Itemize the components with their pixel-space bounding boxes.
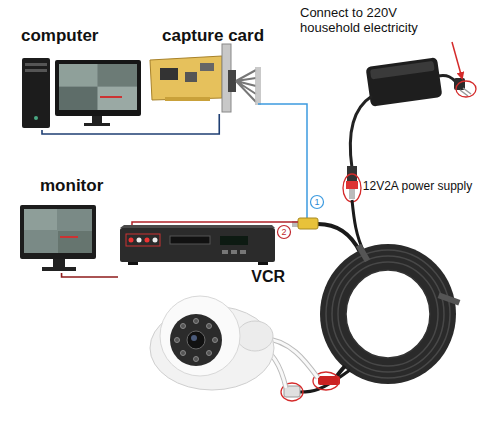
camera-tile [59, 64, 97, 86]
camera-dome [160, 296, 240, 376]
chip [160, 68, 178, 80]
note-text: Connect to 220V household electricity [300, 6, 450, 36]
fan-out-cable [236, 70, 256, 102]
dc-jack [318, 376, 340, 385]
chip [185, 72, 197, 82]
cable-tie [438, 292, 461, 305]
capture-card-unit: capture card [152, 26, 270, 114]
node-label: monitor [40, 176, 103, 196]
rca-panel [126, 234, 160, 246]
ir-led [181, 351, 186, 356]
coil-turn [326, 250, 450, 378]
ir-led [194, 319, 199, 324]
vcr-body [120, 228, 275, 262]
coil-turn [338, 262, 438, 366]
card-port [228, 70, 236, 92]
ir-led [175, 338, 180, 343]
monitor-stand [92, 116, 102, 123]
camera-back [237, 321, 273, 351]
monitor-screen [24, 209, 92, 253]
screen-mark [100, 96, 122, 98]
drive-bay [25, 69, 47, 72]
pc-monitor [55, 60, 141, 116]
node-label: capture card [162, 26, 264, 46]
coil-exit [300, 370, 350, 392]
card-edge [165, 97, 210, 101]
ir-led [207, 324, 212, 329]
connector-wire [62, 273, 118, 277]
mains-cable [438, 75, 456, 82]
cable-coil [320, 244, 456, 384]
cable-tie [356, 244, 370, 263]
node-label: 12V2A power supply [363, 180, 472, 194]
pc-screen [59, 64, 137, 110]
callout-circle [278, 226, 291, 239]
ir-led [207, 351, 212, 356]
camera-tile [98, 64, 137, 86]
rca-jack [153, 238, 158, 243]
monitor-unit: monitor [15, 176, 112, 273]
camera-tile [24, 209, 57, 230]
cable-ends [255, 67, 261, 105]
callout-circle [311, 196, 324, 209]
rca-jack [145, 238, 150, 243]
power-supply-unit: 12V2A power supply [355, 58, 480, 194]
dc-plug-tip [349, 189, 355, 199]
ir-led [181, 324, 186, 329]
vcr-display [220, 236, 248, 245]
node-label: computer [21, 26, 98, 46]
pointer-arrow [452, 42, 462, 78]
adapter-top [370, 61, 435, 80]
pc-tower [22, 58, 50, 128]
lens-glint [191, 335, 197, 341]
coil-turn [332, 256, 444, 372]
dc-plug-ring [346, 181, 358, 189]
plug-prongs [460, 88, 471, 96]
video-wire [258, 104, 307, 218]
vcr-foot [128, 262, 138, 265]
node-label: VCR [251, 268, 285, 286]
adapter-body [366, 57, 443, 107]
power-led [34, 116, 38, 120]
drive-bay [25, 63, 47, 66]
camera-lens [187, 331, 205, 349]
vcr-foot [258, 262, 268, 265]
connector-wire [42, 114, 219, 134]
camera-tile [98, 87, 137, 110]
rca-jack [137, 238, 142, 243]
vcr-button [231, 250, 237, 254]
monitor-base [42, 267, 76, 271]
camera-tile [58, 231, 92, 253]
card-pcb [150, 56, 222, 100]
callout-number: 2 [278, 226, 290, 238]
callout-number: 1 [311, 196, 323, 208]
camera-face [170, 314, 222, 366]
ir-led [213, 338, 218, 343]
monitor-base [84, 123, 110, 126]
vcr-top [120, 225, 275, 228]
tape-slot [170, 236, 210, 244]
vcr-button [240, 250, 246, 254]
monitor-stand [53, 259, 65, 267]
chip [200, 63, 214, 71]
vcr-unit: VCR [118, 226, 290, 286]
ir-led [194, 357, 199, 362]
rca-jack [129, 238, 134, 243]
highlight-ring [343, 174, 361, 202]
video-lead [318, 224, 360, 252]
power-adapter [366, 57, 443, 107]
screen-mark [60, 236, 78, 238]
camera-tile [59, 87, 97, 110]
monitor-frame [20, 205, 96, 259]
coil-hole [346, 270, 430, 358]
vcr-button [222, 250, 228, 254]
highlight-ring [456, 81, 476, 97]
bnc-connector [298, 218, 318, 229]
dc-cable [350, 96, 372, 168]
computer-unit: computer [15, 26, 150, 130]
